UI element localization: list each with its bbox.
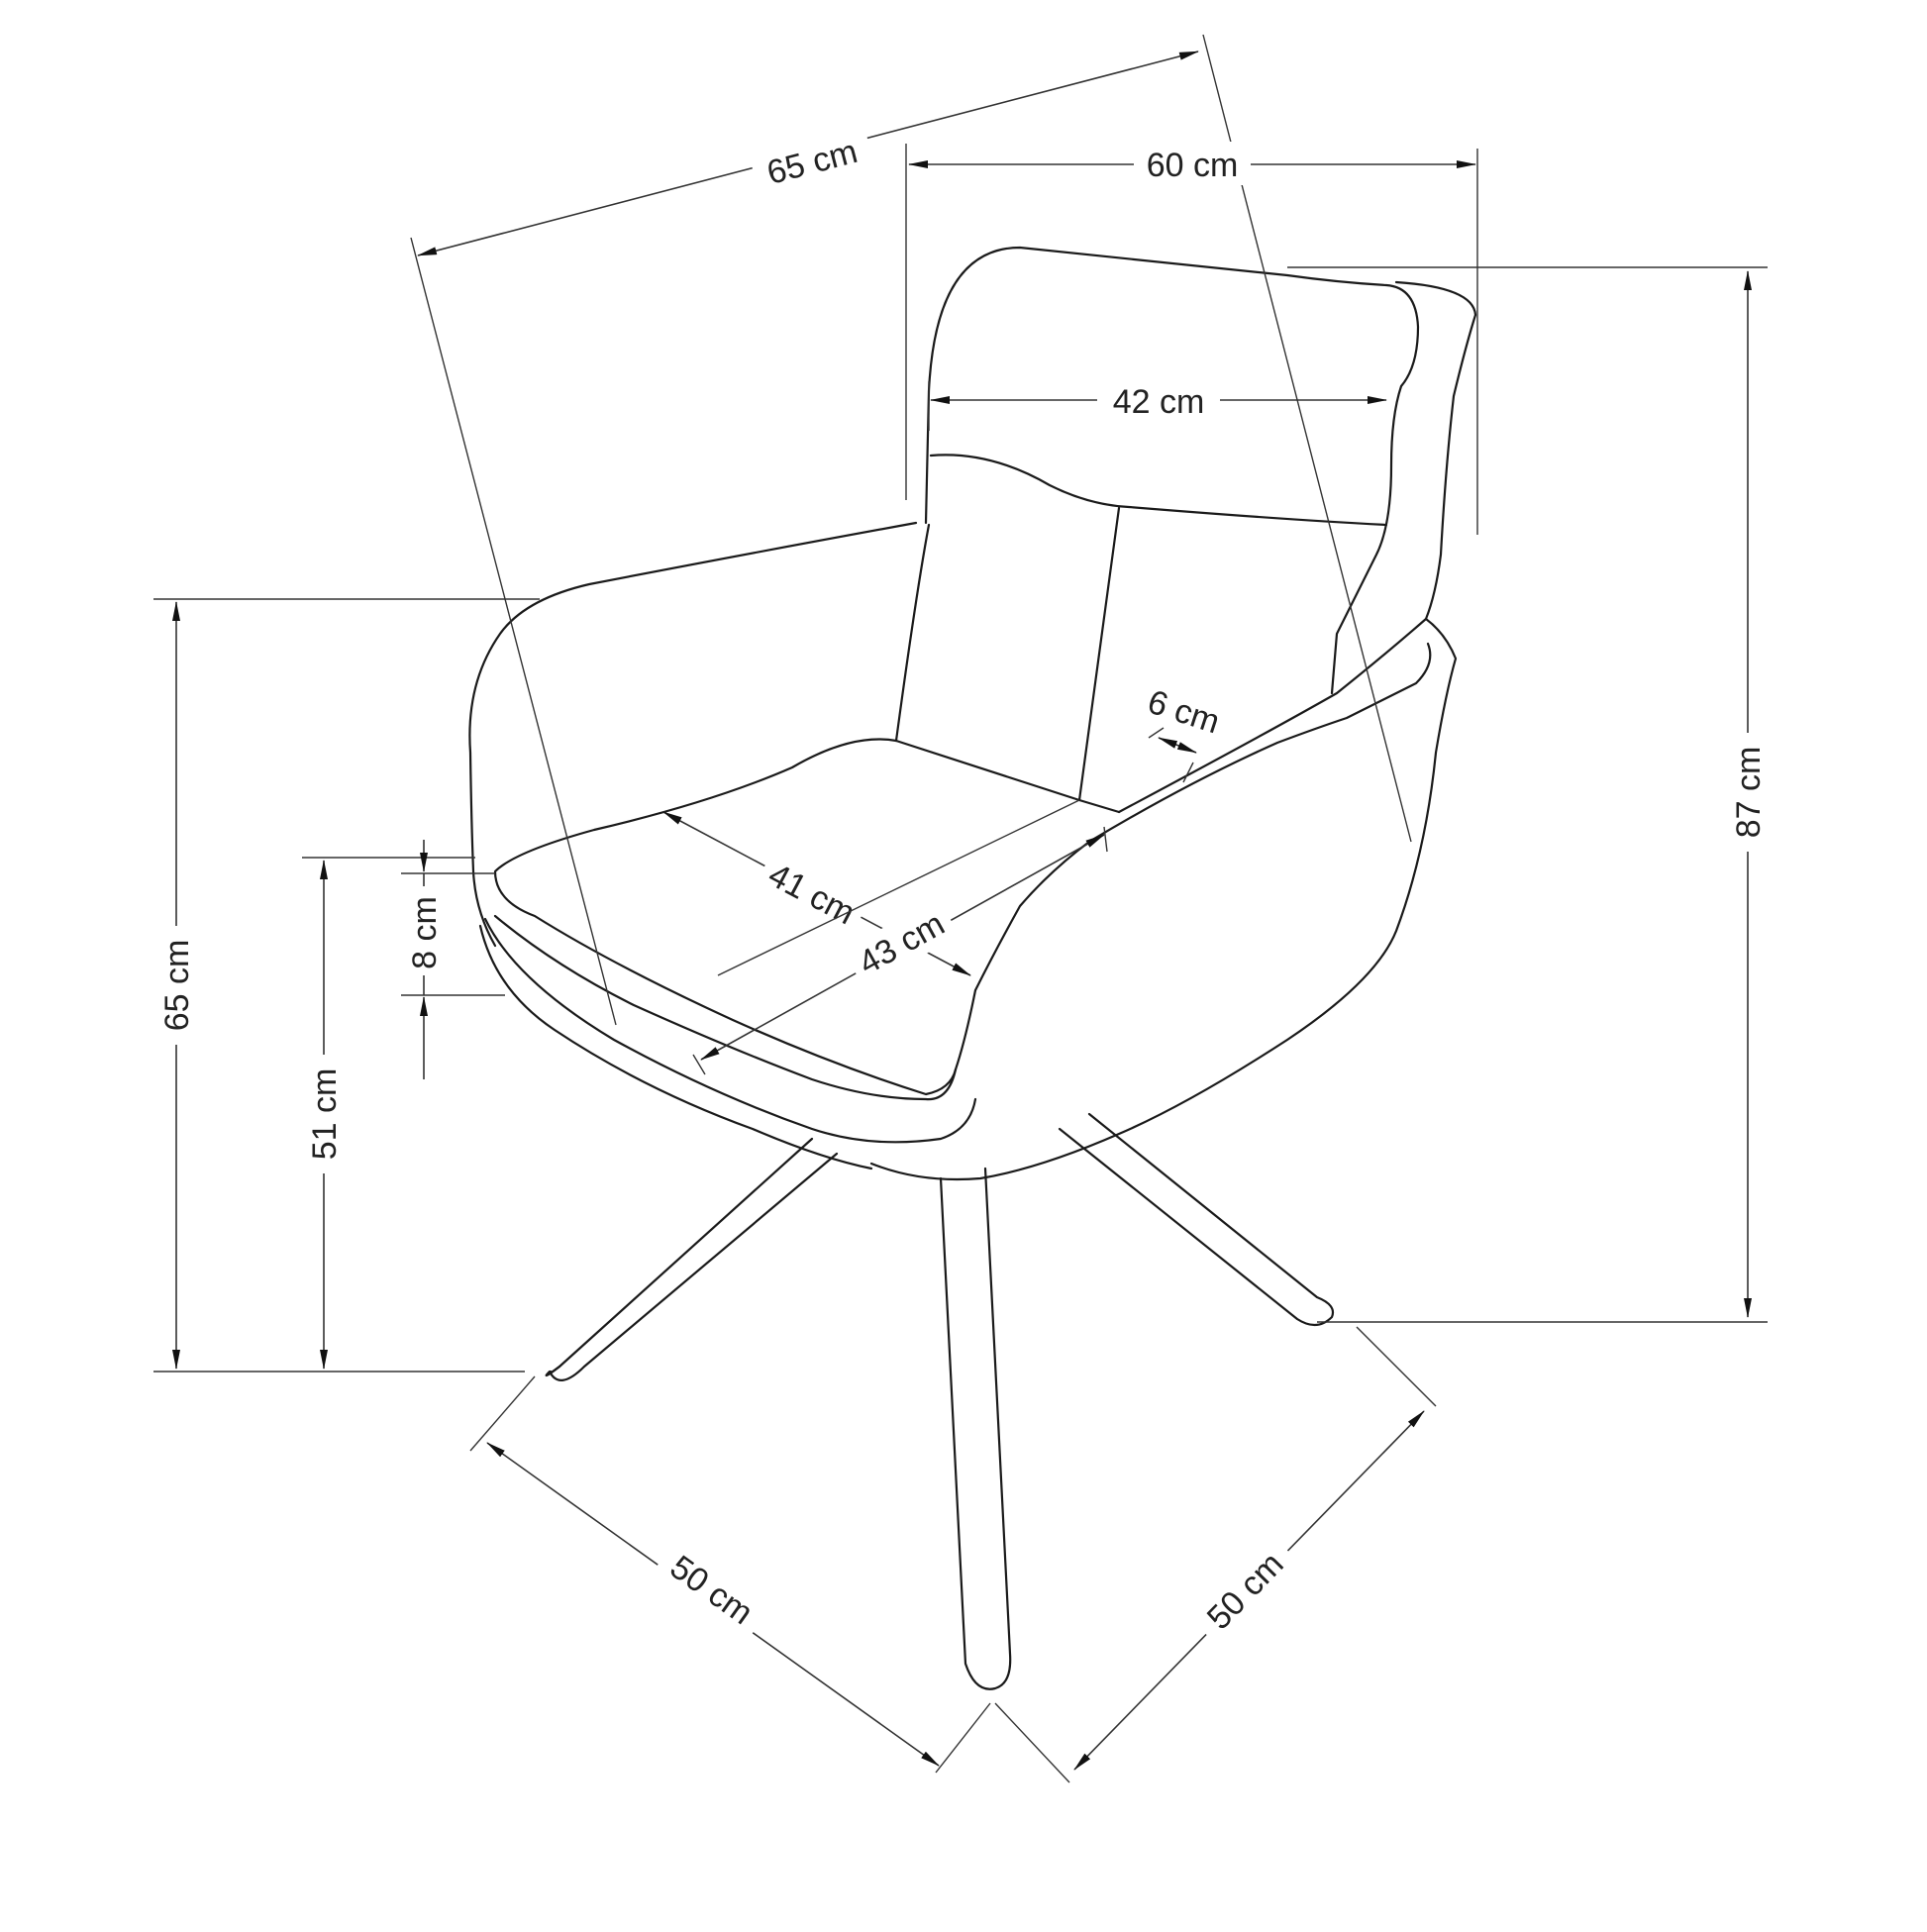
label-armrest-height: 65 cm xyxy=(158,940,196,1032)
label-armrest-width: 6 cm xyxy=(1143,683,1224,742)
chair-drawing xyxy=(468,246,1477,1690)
label-seat-width: 43 cm xyxy=(853,905,951,982)
leg-left-tip xyxy=(547,1365,561,1376)
right-armrest xyxy=(869,617,1458,1181)
label-seat-depth: 41 cm xyxy=(762,856,862,932)
dimensions: 65 cm 60 cm 42 cm 87 cm 65 cm 51 cm xyxy=(153,34,1770,1783)
headrest-seam xyxy=(929,454,1388,527)
label-seat-height: 51 cm xyxy=(306,1068,344,1161)
label-total-height: 87 cm xyxy=(1730,747,1768,839)
shell-bottom xyxy=(478,924,873,1170)
label-seat-thickness: 8 cm xyxy=(406,896,444,969)
leg-right xyxy=(1058,1112,1335,1327)
back-inner-left xyxy=(894,523,931,743)
backrest-outline xyxy=(924,246,1420,695)
backrest-side-panel xyxy=(1394,280,1477,621)
leg-front xyxy=(939,1167,1012,1690)
label-backrest-width: 42 cm xyxy=(1113,383,1205,421)
seat-front-lip xyxy=(493,914,958,1101)
back-center-seam xyxy=(1077,506,1121,802)
seat-front-bottom xyxy=(483,917,977,1144)
left-armrest xyxy=(468,521,918,948)
label-total-width: 60 cm xyxy=(1147,147,1239,184)
seat-top xyxy=(493,642,1432,1096)
leg-left xyxy=(545,1137,839,1381)
dim-line-armrest-width xyxy=(1158,737,1197,754)
